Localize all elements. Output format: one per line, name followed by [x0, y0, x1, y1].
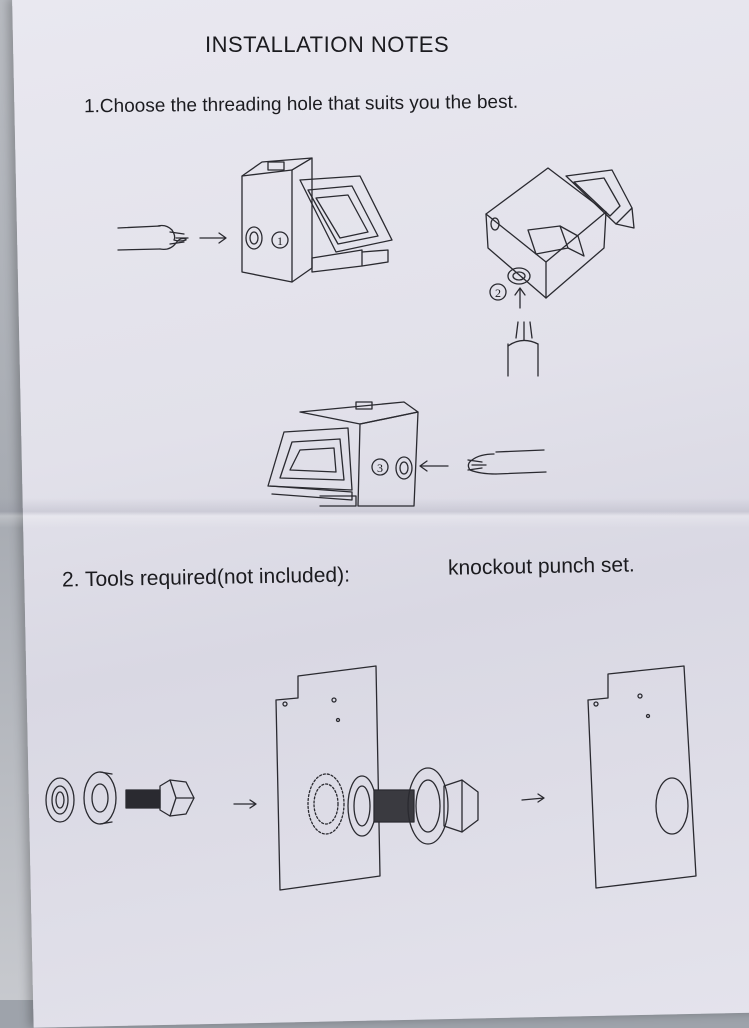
enclosure-illustration-3 [268, 402, 546, 506]
enclosure-illustration-2 [486, 168, 634, 376]
panel-with-hole-illustration [588, 666, 696, 888]
marker-1-number: 1 [277, 234, 283, 248]
page-title: INSTALLATION NOTES [205, 32, 450, 57]
marker-1-circle [272, 232, 288, 248]
punch-parts-illustration [46, 772, 256, 824]
panel-with-punch-illustration [276, 666, 544, 890]
illustration-layer: 1 2 3 [0, 0, 749, 1000]
marker-3-number: 3 [377, 461, 383, 475]
marker-2-number: 2 [495, 286, 501, 300]
enclosure-illustration-1 [118, 158, 392, 282]
marker-3-circle [372, 459, 388, 475]
marker-2-circle [490, 284, 506, 300]
paper-fold-crease [0, 498, 749, 528]
